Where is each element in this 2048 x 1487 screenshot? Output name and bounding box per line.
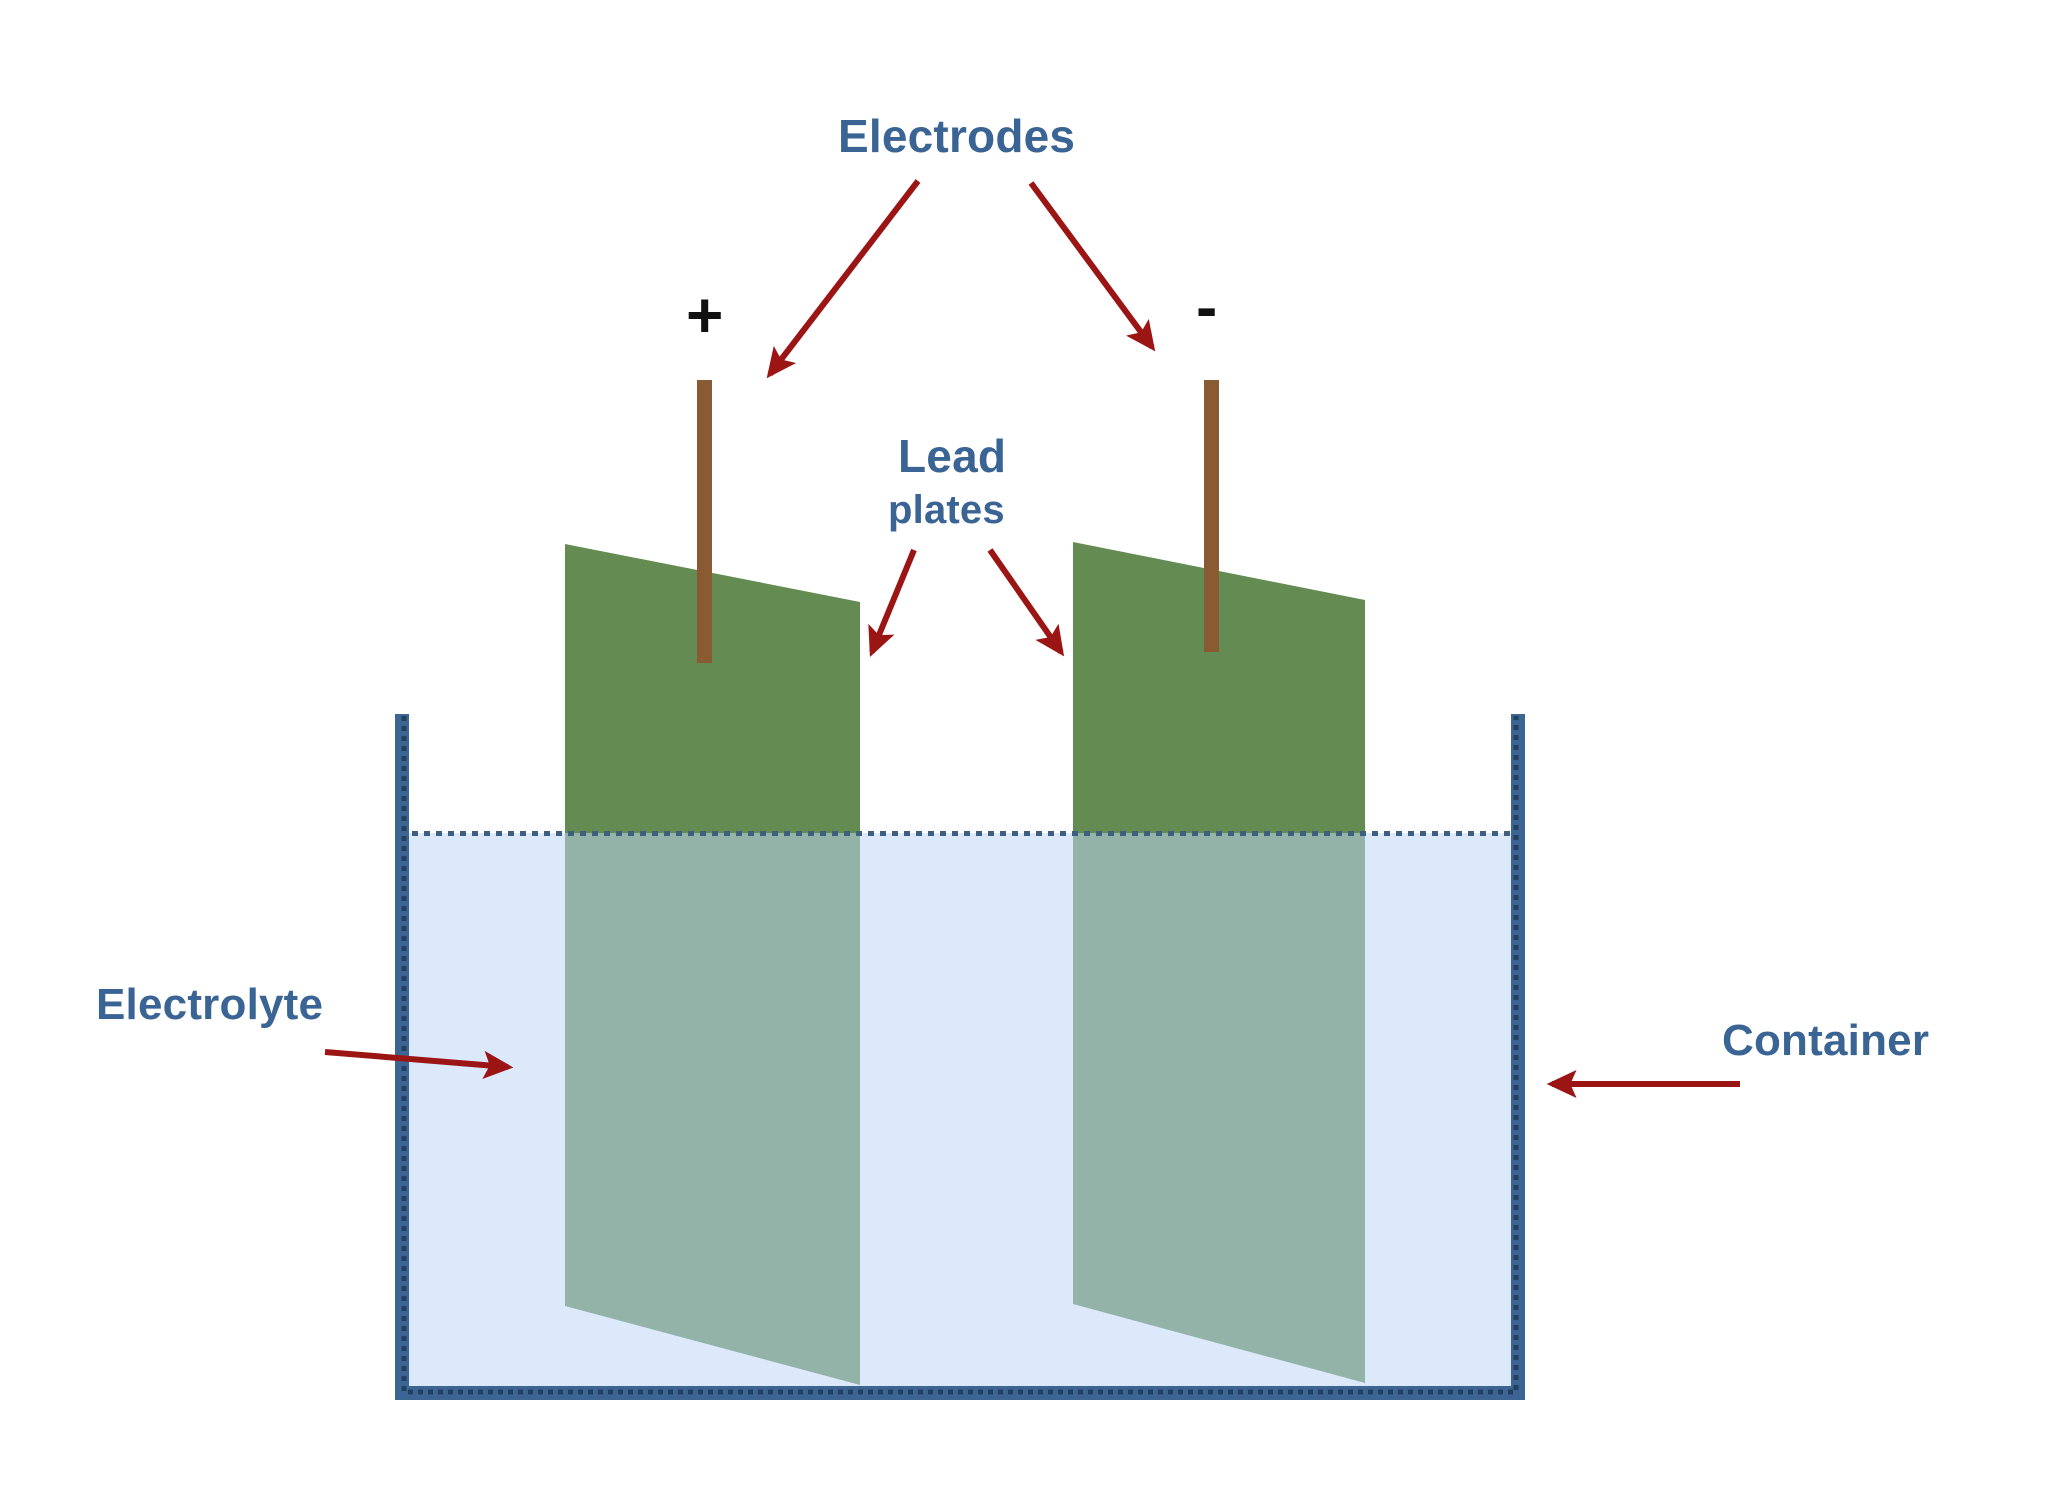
- label-electrodes: Electrodes: [838, 110, 1076, 162]
- negative-plate-below: [1073, 833, 1365, 1383]
- annotation-arrows: [324, 179, 1740, 1099]
- arrow-electrodes-left: [766, 179, 921, 379]
- label-container: Container: [1722, 1016, 1930, 1065]
- arrow-electrodes-right: [1028, 181, 1156, 352]
- label-lead-plates: plates: [888, 488, 1005, 532]
- negative-electrode-rod: [1204, 380, 1219, 652]
- label-lead: Lead: [898, 430, 1007, 482]
- lead-plates-above-water: [565, 542, 1365, 833]
- label-electrolyte: Electrolyte: [96, 980, 324, 1029]
- container-inner-dotted-rim: [401, 716, 1519, 1395]
- positive-plate-above: [565, 544, 860, 833]
- negative-terminal-sign: -: [1196, 271, 1218, 343]
- positive-electrode-rod: [697, 380, 712, 663]
- lead-plates-below-water: [565, 833, 1365, 1385]
- arrow-lead-plates-left: [868, 548, 917, 657]
- arrow-lead-plates-right: [987, 548, 1065, 657]
- negative-plate-above: [1073, 542, 1365, 833]
- arrow-electrolyte: [324, 1049, 514, 1080]
- container-walls: [395, 714, 1525, 1400]
- positive-terminal-sign: +: [686, 279, 724, 351]
- positive-plate-below: [565, 833, 860, 1385]
- electrode-rods: [697, 380, 1219, 663]
